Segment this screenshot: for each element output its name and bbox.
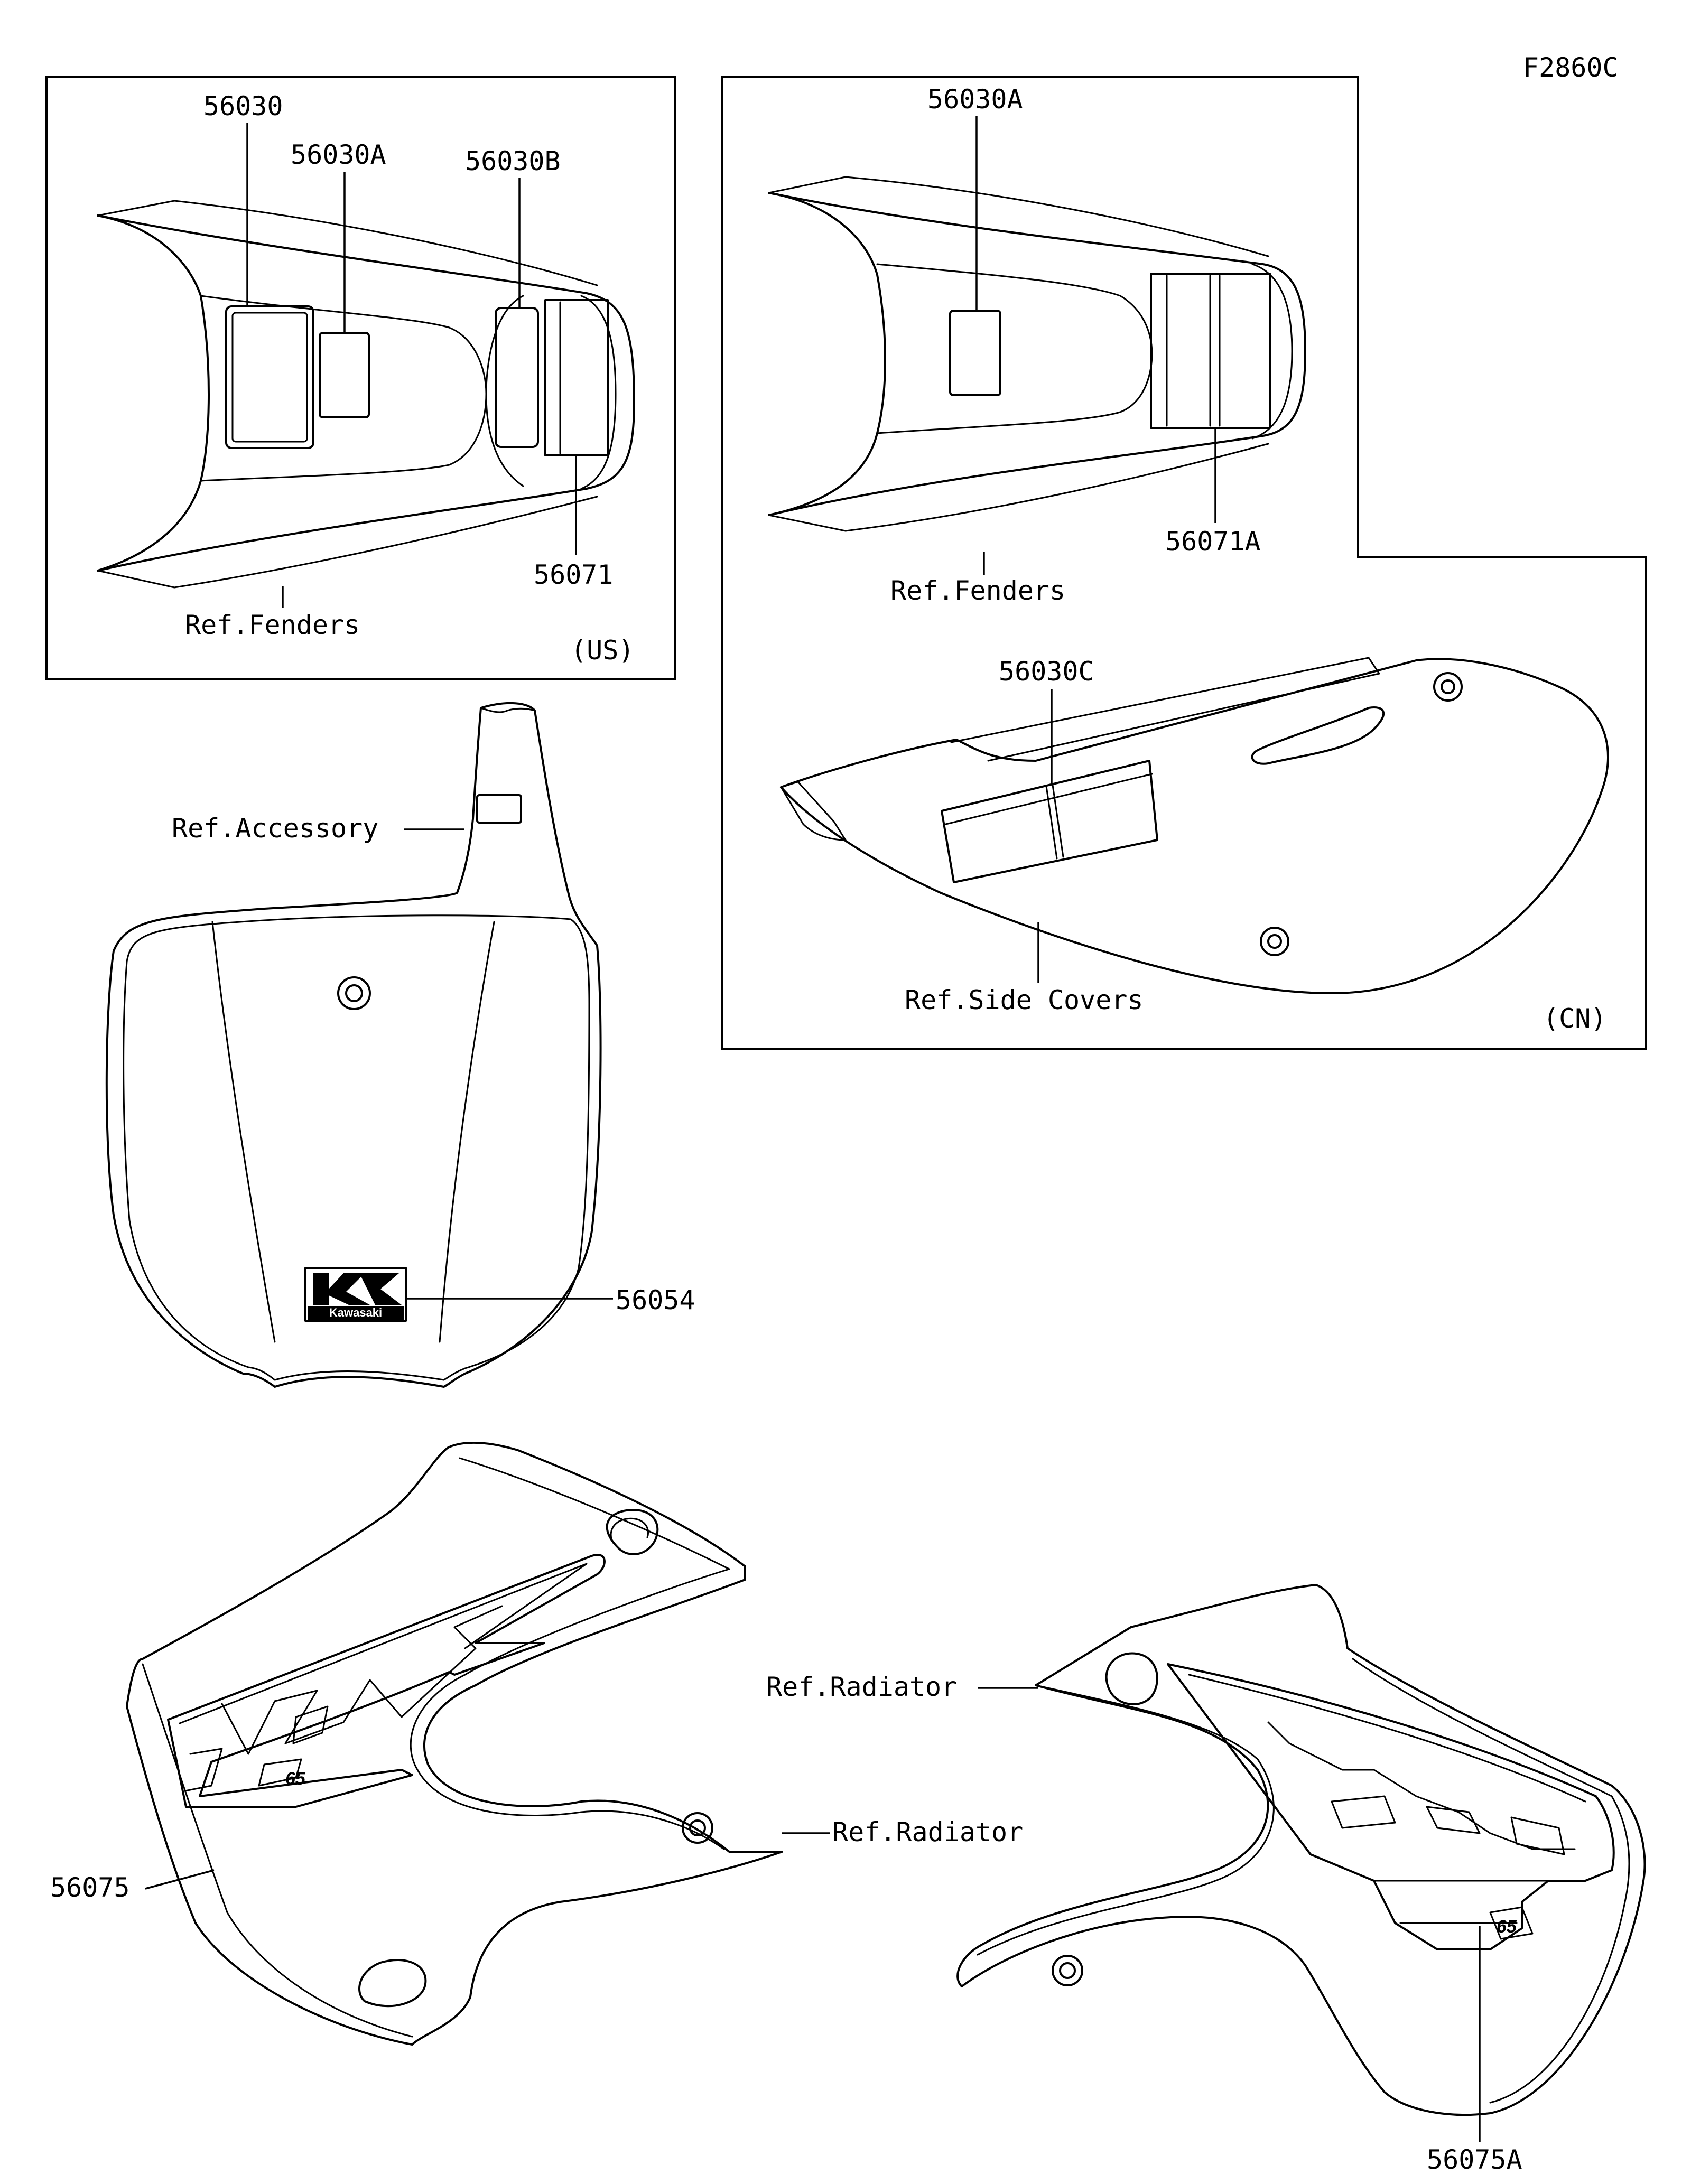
side-cover-cn [780,657,1609,994]
label-ref-side-covers: Ref.Side Covers [905,985,1144,1015]
us-fender-group: 56030 56030A 56030B 56071 Ref.Fenders (U… [45,76,676,680]
label-56030: 56030 [203,91,283,122]
region-us: (US) [571,635,634,666]
decal-56030b [495,307,539,448]
decal-56030c [941,760,1158,883]
label-ref-fenders-cn: Ref.Fenders [890,575,1065,606]
label-56030a-us: 56030A [291,139,386,170]
label-56030a-cn: 56030A [927,84,1023,115]
decal-56030a-us [319,332,370,418]
accessory-tab [476,794,522,824]
label-56030b: 56030B [465,146,561,176]
decal-56030a-cn [949,310,1001,396]
label-56071a: 56071A [1165,526,1261,557]
cn-frame [721,76,1647,1050]
region-cn: (CN) [1543,1003,1606,1034]
label-ref-radiator-a: Ref.Radiator [766,1672,957,1702]
decal-56071a [1150,273,1271,429]
kawasaki-logo: Kawasaki [304,1267,407,1322]
decal-56030-us [225,305,314,449]
label-ref-accessory: Ref.Accessory [172,813,378,844]
kx-graphic-right: 65 [1167,1663,1615,1950]
diagram-id: F2860C [1523,52,1619,83]
rear-fender-us [97,200,635,589]
label-56071: 56071 [534,559,614,590]
decal-56071 [544,299,609,456]
rear-fender-cn [768,176,1306,532]
decal-number-left: 65 [285,1769,306,1789]
label-ref-radiator-b: Ref.Radiator [832,1817,1023,1847]
decal-number-right: 65 [1497,1917,1517,1937]
label-56075: 56075 [50,1872,130,1903]
logo-text: Kawasaki [329,1306,382,1319]
kx-graphic-left: 65 [167,1554,606,1808]
cn-group: 56030A 56071A Ref.Fenders 56030C Ref.Sid… [721,76,1647,1050]
number-plate: Kawasaki [105,702,602,1388]
radiator-shroud-left: 65 [126,1441,783,2046]
us-frame [45,76,676,680]
label-ref-fenders-us: Ref.Fenders [185,610,360,640]
radiator-shroud-right: 65 [956,1584,1646,2116]
label-56030c: 56030C [999,656,1094,687]
label-56054: 56054 [616,1285,695,1315]
label-56075a: 56075A [1427,2144,1522,2175]
